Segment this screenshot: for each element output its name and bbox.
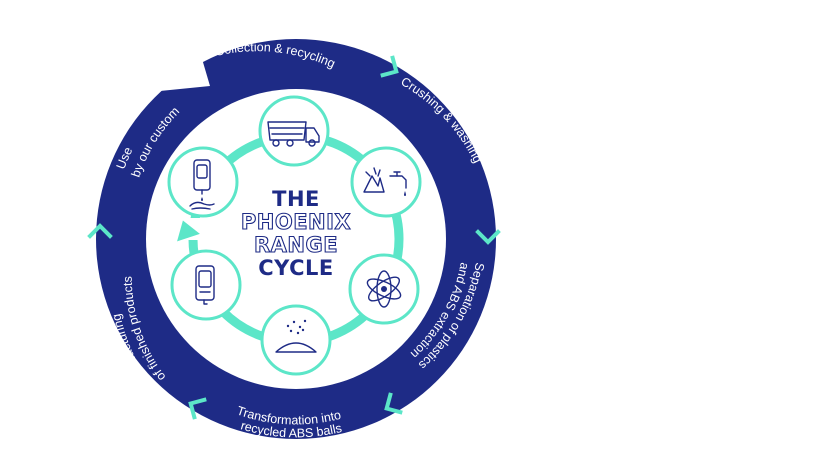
icon-node-truck	[258, 95, 330, 167]
inner-cycle-arrow-icon	[177, 220, 200, 242]
title-line-range: RANGE	[254, 233, 338, 257]
dump-truck-icon	[267, 121, 320, 147]
icon-node-separation	[348, 253, 420, 325]
ring-chevrons	[87, 55, 501, 420]
atom-separation-icon	[366, 270, 402, 308]
title-line-cycle: CYCLE	[258, 256, 334, 280]
icon-node-crushing	[350, 146, 422, 218]
cycle-title: THE PHOENIX RANGE CYCLE	[240, 187, 351, 280]
title-line-phoenix: PHOENIX	[241, 210, 351, 234]
chevron-icon	[188, 397, 207, 420]
ring-gap	[150, 52, 210, 92]
dispenser-hand-icon	[189, 159, 215, 210]
dispenser-icon	[195, 265, 215, 305]
icon-node-manufacturing	[170, 249, 242, 321]
crushing-washing-icon	[363, 167, 407, 196]
chevron-icon	[380, 55, 399, 78]
icon-node-use	[167, 146, 239, 218]
icon-node-granules	[260, 304, 332, 376]
granules-pile-icon	[275, 319, 317, 353]
chevron-icon	[384, 392, 403, 415]
chevron-icon	[87, 223, 113, 239]
title-line-the: THE	[272, 187, 320, 211]
chevron-icon	[475, 229, 501, 245]
